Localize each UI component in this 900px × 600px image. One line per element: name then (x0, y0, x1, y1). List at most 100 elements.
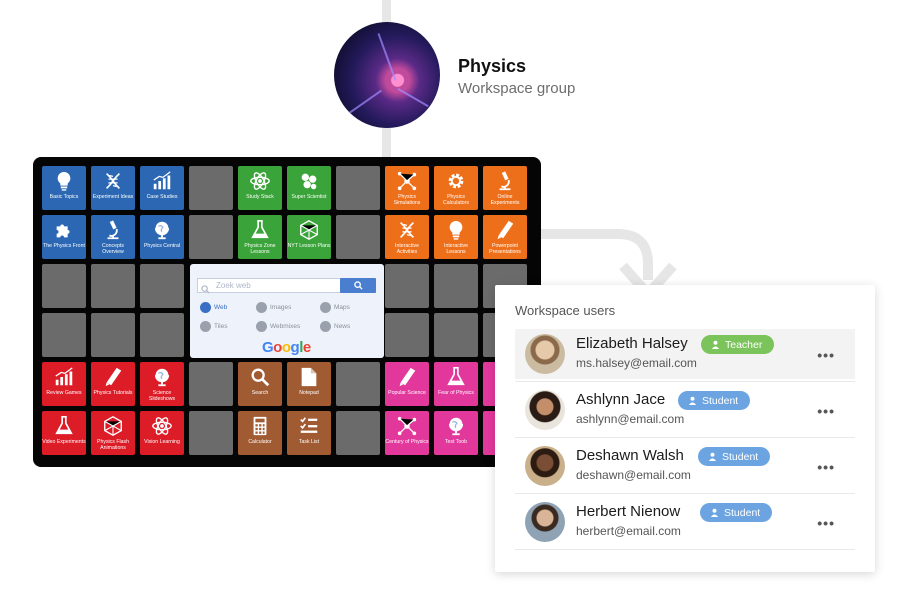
tile-video-experiments[interactable]: Video Experiments (42, 411, 86, 455)
empty-tile (385, 264, 429, 308)
tile-label: Physics Tutorials (93, 390, 133, 396)
tile-calculator[interactable]: Calculator (238, 411, 282, 455)
tile-label: Interactive Lessons (444, 243, 468, 255)
divider (515, 437, 855, 438)
tile-review-games[interactable]: Review Games (42, 362, 86, 406)
bar-chart-icon (53, 366, 75, 388)
tile-super-scientist[interactable]: Super Scientist (287, 166, 331, 210)
tile-basic-topics[interactable]: Basic Topics (42, 166, 86, 210)
tile-online-experiments[interactable]: Online Experiments (483, 166, 527, 210)
tile-physics-central[interactable]: Physics Central (140, 215, 184, 259)
tile-label: Review Games (46, 390, 82, 396)
tile-concepts-overview[interactable]: Concepts Overview (91, 215, 135, 259)
tile-physics-simulations[interactable]: Physics Simulations (385, 166, 429, 210)
globe-icon (445, 415, 467, 437)
empty-tile (189, 166, 233, 210)
tile-label: Powerpoint Presentations (489, 243, 521, 255)
search-option-icon (200, 321, 211, 332)
search-button[interactable] (340, 278, 376, 293)
tile-label: Super Scientist (291, 194, 327, 200)
note-icon (298, 366, 320, 388)
person-icon (711, 340, 720, 349)
search-option-webmixes[interactable]: Webmixes (256, 321, 300, 332)
tile-study-stack[interactable]: Study Stack (238, 166, 282, 210)
tile-physics-tutorials[interactable]: Physics Tutorials (91, 362, 135, 406)
tile-powerpoint-presentations[interactable]: Powerpoint Presentations (483, 215, 527, 259)
role-badge: Student (700, 503, 773, 522)
divider (515, 549, 855, 550)
search-option-maps[interactable]: Maps (320, 302, 350, 313)
search-input[interactable]: Zoek web (197, 278, 342, 293)
tile-fear-of-physics[interactable]: Fear of Physics (434, 362, 478, 406)
tile-label: Notepad (299, 390, 319, 396)
dna-icon (396, 219, 418, 241)
more-options-icon[interactable]: ••• (817, 403, 835, 419)
tile-science-slideshows[interactable]: Science Slideshows (140, 362, 184, 406)
search-option-web[interactable]: Web (200, 302, 227, 313)
tile-interactive-activities[interactable]: Interactive Activities (385, 215, 429, 259)
tile-label: Calculator (248, 439, 272, 445)
more-options-icon[interactable]: ••• (817, 459, 835, 475)
tile-physics-flash-animations[interactable]: Physics Flash Animations (91, 411, 135, 455)
search-option-label: Web (214, 304, 228, 311)
tile-physics-calculators[interactable]: Physics Calculators (434, 166, 478, 210)
person-icon (688, 396, 697, 405)
tile-label: Task List (298, 439, 320, 445)
tile-vision-learning[interactable]: Vision Learning (140, 411, 184, 455)
empty-tile (189, 215, 233, 259)
empty-tile (42, 264, 86, 308)
search-glass-icon (201, 281, 210, 299)
divider (515, 493, 855, 494)
role-badge: Student (678, 391, 751, 410)
tile-label: Concepts Overview (102, 243, 124, 255)
tile-popular-science[interactable]: Popular Science (385, 362, 429, 406)
role-label: Student (702, 394, 739, 407)
empty-tile (434, 264, 478, 308)
tile-label: Basic Topics (49, 194, 79, 200)
search-option-tiles[interactable]: Tiles (200, 321, 227, 332)
user-name: Ashlynn Jace (576, 391, 666, 408)
tile-the-physics-front[interactable]: The Physics Front (42, 215, 86, 259)
role-label: Teacher (725, 338, 763, 351)
tile-nyt-lesson-plans[interactable]: NYT Lesson Plans (287, 215, 331, 259)
tile-label: The Physics Front (43, 243, 85, 249)
tile-century-of-physics[interactable]: Century of Physics (385, 411, 429, 455)
tile-case-studies[interactable]: Case Studies (140, 166, 184, 210)
tile-physics-zone-lessons[interactable]: Physics Zone Lessons (238, 215, 282, 259)
tile-test-toob[interactable]: Test Toob (434, 411, 478, 455)
more-options-icon[interactable]: ••• (817, 347, 835, 363)
user-name: Elizabeth Halsey (576, 335, 688, 352)
search-option-images[interactable]: Images (256, 302, 291, 313)
empty-tile (336, 362, 380, 406)
empty-tile (91, 264, 135, 308)
role-badge: Teacher (701, 335, 775, 354)
group-subtitle: Workspace group (458, 80, 576, 97)
tile-interactive-lessons[interactable]: Interactive Lessons (434, 215, 478, 259)
tile-label: Interactive Activities (395, 243, 419, 255)
tile-search[interactable]: Search (238, 362, 282, 406)
puzzle-icon (53, 219, 75, 241)
tile-label: Experiment Ideas (92, 194, 134, 200)
flask-icon (249, 219, 271, 241)
search-icon (249, 366, 271, 388)
atom-icon (249, 170, 271, 192)
search-option-label: Images (270, 304, 292, 311)
tile-notepad[interactable]: Notepad (287, 362, 331, 406)
empty-tile (189, 362, 233, 406)
pencil-icon (494, 219, 516, 241)
tile-task-list[interactable]: Task List (287, 411, 331, 455)
tile-experiment-ideas[interactable]: Experiment Ideas (91, 166, 135, 210)
avatar (525, 334, 565, 374)
divider (515, 381, 855, 382)
search-option-label: Webmixes (270, 323, 301, 330)
calculator-icon (249, 415, 271, 437)
avatar (525, 446, 565, 486)
tile-label: Science Slideshows (148, 390, 176, 402)
more-options-icon[interactable]: ••• (817, 515, 835, 531)
empty-tile (189, 411, 233, 455)
search-option-news[interactable]: News (320, 321, 350, 332)
